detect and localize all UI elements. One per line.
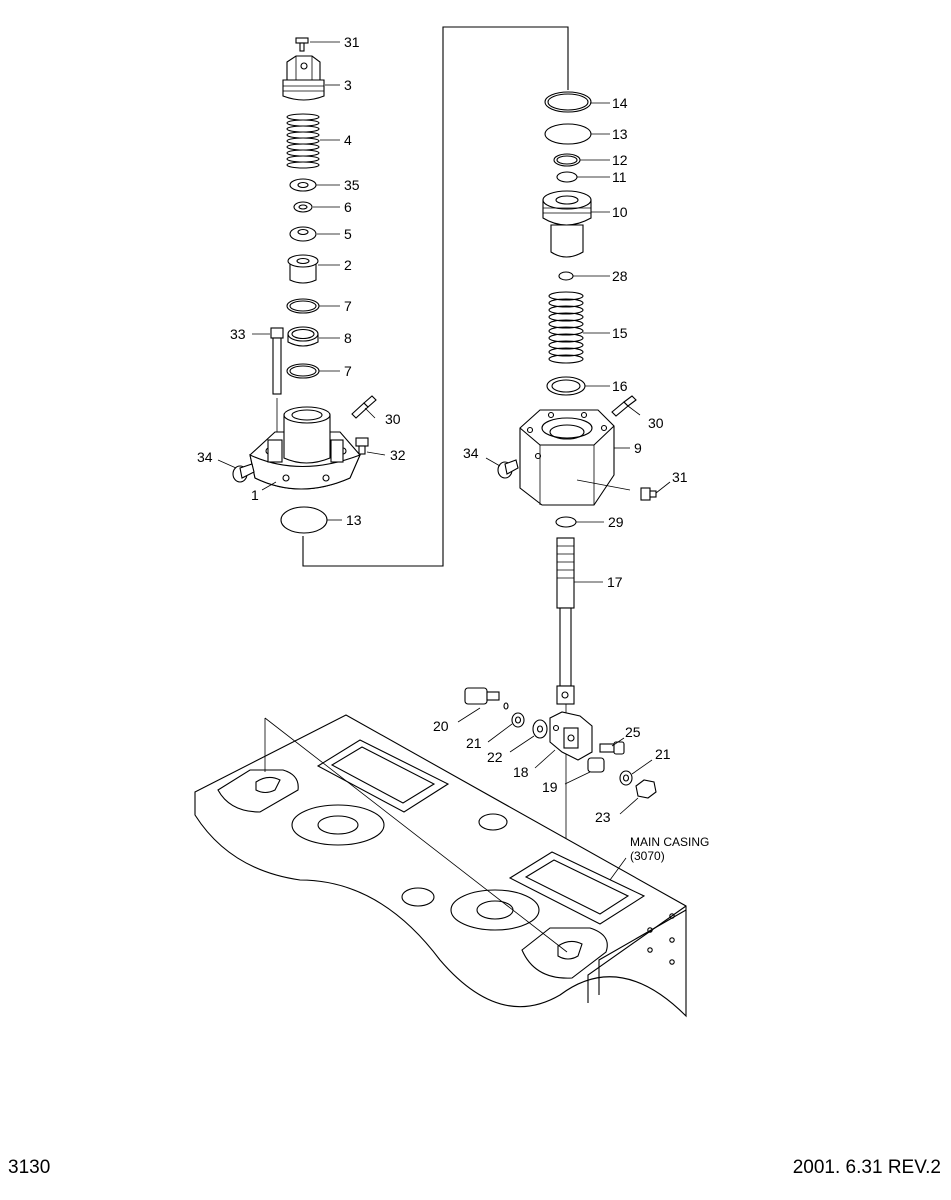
part-18-lever xyxy=(549,711,593,761)
part-4-spring xyxy=(286,113,320,169)
part-13-oring-right xyxy=(544,123,592,145)
linkage-leader-lines xyxy=(457,707,653,815)
label-4: 4 xyxy=(344,132,352,148)
part-13-oring-left xyxy=(280,506,328,534)
casing-connector-line xyxy=(264,717,568,953)
label-14: 14 xyxy=(612,95,628,111)
label-main-casing: MAIN CASING xyxy=(630,835,709,849)
part-23-nut xyxy=(635,779,657,799)
part-15-spring xyxy=(548,291,584,364)
part-28-oring xyxy=(558,271,574,281)
part-34-knob-left xyxy=(232,463,255,483)
part-12-ring xyxy=(553,153,581,167)
label-6: 6 xyxy=(344,199,352,215)
part-35-washer xyxy=(289,178,317,192)
label-10: 10 xyxy=(612,204,628,220)
part-14-ring xyxy=(544,91,592,113)
part-9-block xyxy=(519,409,631,506)
label-23: 23 xyxy=(595,809,611,825)
label-21-right: 21 xyxy=(655,746,671,762)
label-7-upper: 7 xyxy=(344,298,352,314)
label-7-lower: 7 xyxy=(344,363,352,379)
label-28: 28 xyxy=(612,268,628,284)
main-casing-leader xyxy=(609,857,627,881)
label-3: 3 xyxy=(344,77,352,93)
part-25-pin xyxy=(599,741,625,755)
main-casing xyxy=(194,714,687,1018)
left-leader-lines xyxy=(217,41,386,521)
label-main-casing-ref: (3070) xyxy=(630,849,665,863)
part-16-seat xyxy=(546,376,586,396)
label-22: 22 xyxy=(487,749,503,765)
part-21-washer-left xyxy=(503,702,525,728)
part-7-ring-upper xyxy=(286,298,320,314)
assembly-connector-line xyxy=(302,26,569,567)
label-1: 1 xyxy=(251,487,259,503)
label-21-left: 21 xyxy=(466,735,482,751)
right-leader-lines xyxy=(485,102,671,583)
part-8-sleeve xyxy=(287,326,319,347)
part-30-fitting-left xyxy=(351,395,377,419)
part-3-plug xyxy=(282,55,325,101)
part-29-oring xyxy=(555,516,577,528)
part-20-bolt xyxy=(464,687,500,705)
label-35: 35 xyxy=(344,177,360,193)
label-34-left: 34 xyxy=(197,449,213,465)
label-30-right: 30 xyxy=(648,415,664,431)
label-15: 15 xyxy=(612,325,628,341)
label-5: 5 xyxy=(344,226,352,242)
part-10-piston xyxy=(542,190,592,258)
part-2-cup xyxy=(287,254,319,284)
label-31-left: 31 xyxy=(344,34,360,50)
label-34-right: 34 xyxy=(463,445,479,461)
part-11-oring xyxy=(556,171,578,183)
label-17: 17 xyxy=(607,574,623,590)
part-32-plug xyxy=(355,437,369,455)
part-6-nut xyxy=(293,201,313,213)
part-1-cover xyxy=(249,406,362,490)
label-31-right: 31 xyxy=(672,469,688,485)
part-30-fitting-right xyxy=(611,395,637,417)
label-25: 25 xyxy=(625,724,641,740)
label-16: 16 xyxy=(612,378,628,394)
part-21-washer-right xyxy=(619,770,633,786)
part-19-bushing xyxy=(587,757,605,773)
label-33: 33 xyxy=(230,326,246,342)
label-30-left: 30 xyxy=(385,411,401,427)
page-number: 3130 xyxy=(8,1157,51,1178)
label-11: 11 xyxy=(612,169,627,185)
label-13-right: 13 xyxy=(612,126,628,142)
part-31-screw-right xyxy=(640,487,657,501)
label-29: 29 xyxy=(608,514,624,530)
revision-date: 2001. 6.31 REV.2 xyxy=(792,1157,941,1178)
label-13-left: 13 xyxy=(346,512,362,528)
label-18: 18 xyxy=(513,764,529,780)
label-20: 20 xyxy=(433,718,449,734)
label-9: 9 xyxy=(634,440,642,456)
part-7-ring-lower xyxy=(286,363,320,379)
label-32: 32 xyxy=(390,447,406,463)
label-2: 2 xyxy=(344,257,352,273)
part-17-rod xyxy=(556,537,575,705)
label-19: 19 xyxy=(542,779,558,795)
part-34-knob-right xyxy=(497,459,519,479)
part-31-screw-left xyxy=(295,37,309,52)
label-12: 12 xyxy=(612,152,628,168)
part-5-nut xyxy=(289,226,317,242)
part-labels: 31 3 4 35 6 5 2 7 8 33 7 30 32 34 1 13 1… xyxy=(197,34,709,863)
label-8: 8 xyxy=(344,330,352,346)
part-22-washer xyxy=(532,719,548,739)
